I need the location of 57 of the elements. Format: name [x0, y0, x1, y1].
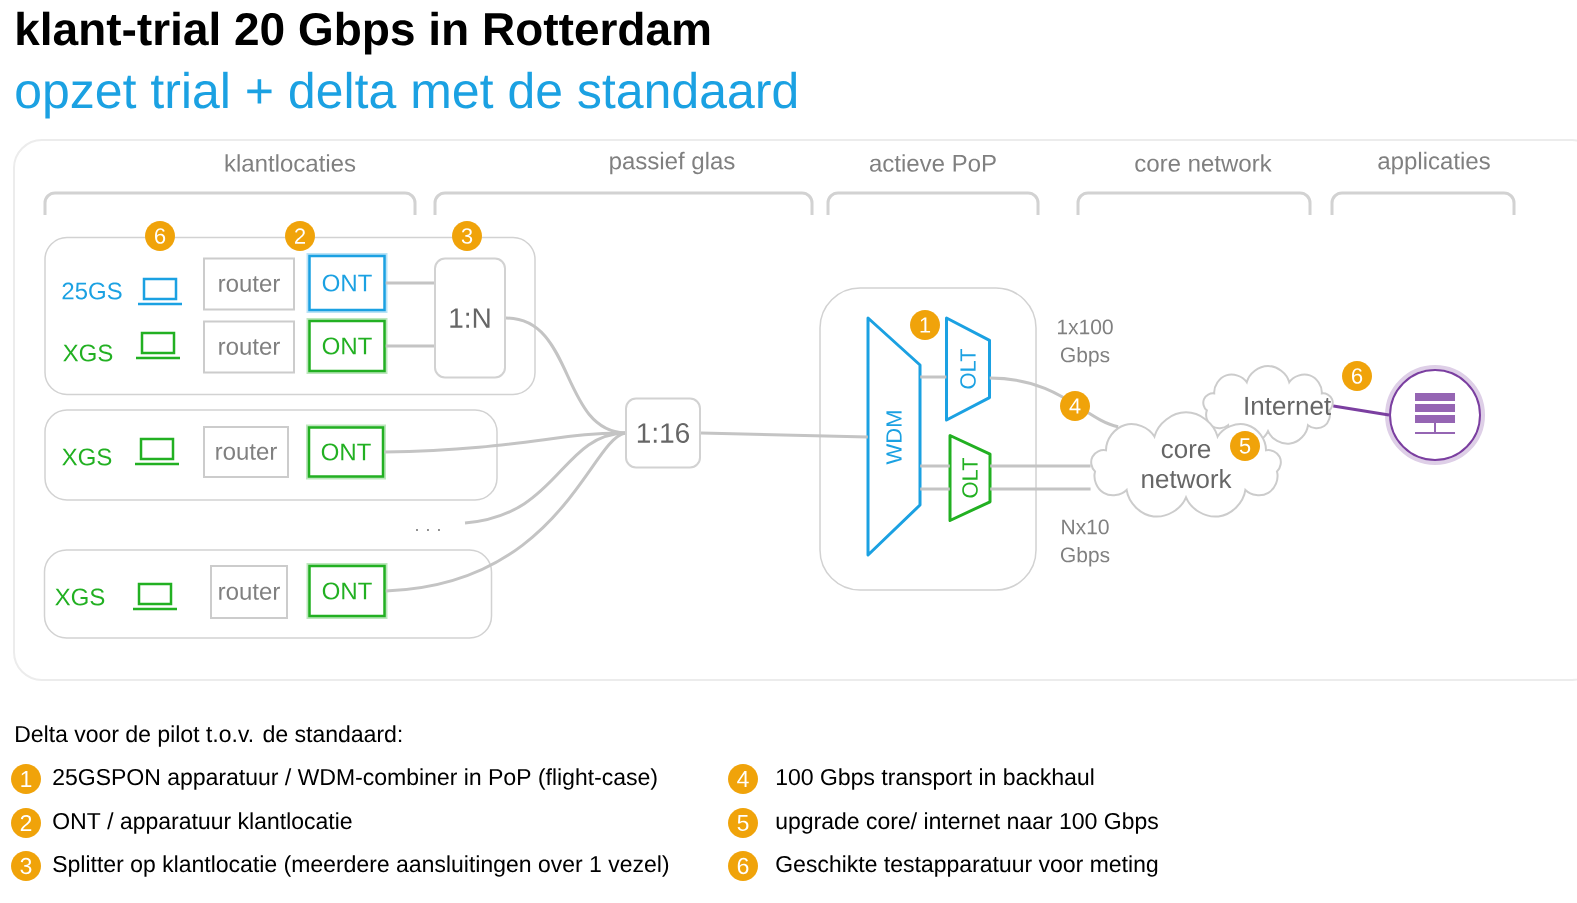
callout-number: 3: [452, 221, 482, 251]
device-label: XGS: [55, 588, 105, 606]
router-box: router: [203, 426, 289, 478]
olt-trapezoid: OLT: [948, 434, 992, 522]
subtitle: opzet trial + delta met de standaard: [16, 71, 797, 119]
device-label: XGS: [62, 448, 112, 466]
splitter-box: 1:16: [625, 397, 701, 469]
callout-number: 6: [728, 851, 758, 881]
connector-line: [700, 431, 868, 439]
section-heading: applicaties: [1378, 151, 1490, 175]
connector-line: [384, 431, 626, 454]
section-heading: actieve PoP: [870, 154, 996, 172]
connector-line: [385, 431, 626, 593]
callout-number: 3: [11, 851, 41, 881]
callout-number: 6: [1342, 361, 1372, 391]
callout-number: 6: [145, 221, 175, 251]
device-label: XGS: [63, 344, 113, 362]
connector-line: [920, 487, 950, 491]
callout-number: 1: [910, 310, 940, 340]
connector-line: [990, 487, 1091, 491]
ont-box: ONT: [306, 253, 388, 313]
connector-line: [1333, 404, 1390, 417]
ont-box: ONT: [306, 563, 388, 619]
link-speed-label: 1x100 Gbps: [1058, 319, 1113, 367]
legend-text: ONT / apparatuur klantlocatie: [53, 812, 352, 834]
section-heading: core network: [1135, 154, 1272, 172]
link-speed-label: Nx10 Gbps: [1060, 519, 1110, 567]
device-label: 25GS: [62, 282, 122, 300]
device-label: · · ·: [416, 529, 440, 531]
callout-number: 2: [11, 808, 41, 838]
connector-line: [920, 464, 950, 468]
connector-line: [385, 344, 434, 348]
connector-line: [990, 464, 1091, 468]
section-heading: klantlocaties: [225, 154, 356, 172]
connector-line: [920, 375, 947, 379]
legend-text: 100 Gbps transport in backhaul: [776, 768, 1094, 790]
callout-number: 4: [1060, 391, 1090, 421]
router-box: router: [210, 565, 288, 619]
router-box: router: [203, 320, 295, 374]
callout-number: 2: [285, 221, 315, 251]
legend-text: Geschikte testapparatuur voor meting: [776, 855, 1158, 877]
title: klant-trial 20 Gbps in Rotterdam: [17, 11, 710, 55]
ont-box: ONT: [306, 318, 388, 374]
router-box: router: [203, 257, 295, 311]
olt-trapezoid: OLT: [945, 316, 991, 422]
legend-text: 25GSPON apparatuur / WDM-combiner in PoP (flight-case): [53, 768, 657, 790]
ont-box: ONT: [306, 424, 386, 480]
callout-number: 5: [1230, 431, 1260, 461]
section-heading: passief glas: [610, 151, 735, 175]
connector-line: [385, 281, 434, 285]
callout-number: 1: [11, 764, 41, 794]
callout-number: 5: [728, 808, 758, 838]
legend-text: upgrade core/ internet naar 100 Gbps: [776, 812, 1158, 834]
legend-text: Splitter op klantlocatie (meerdere aansluitingen over 1 vezel): [53, 855, 669, 877]
legend-text: Delta voor de pilot t.o.v. de standaard:: [16, 725, 402, 747]
callout-number: 4: [728, 764, 758, 794]
splitter-box: 1:N: [434, 257, 506, 379]
